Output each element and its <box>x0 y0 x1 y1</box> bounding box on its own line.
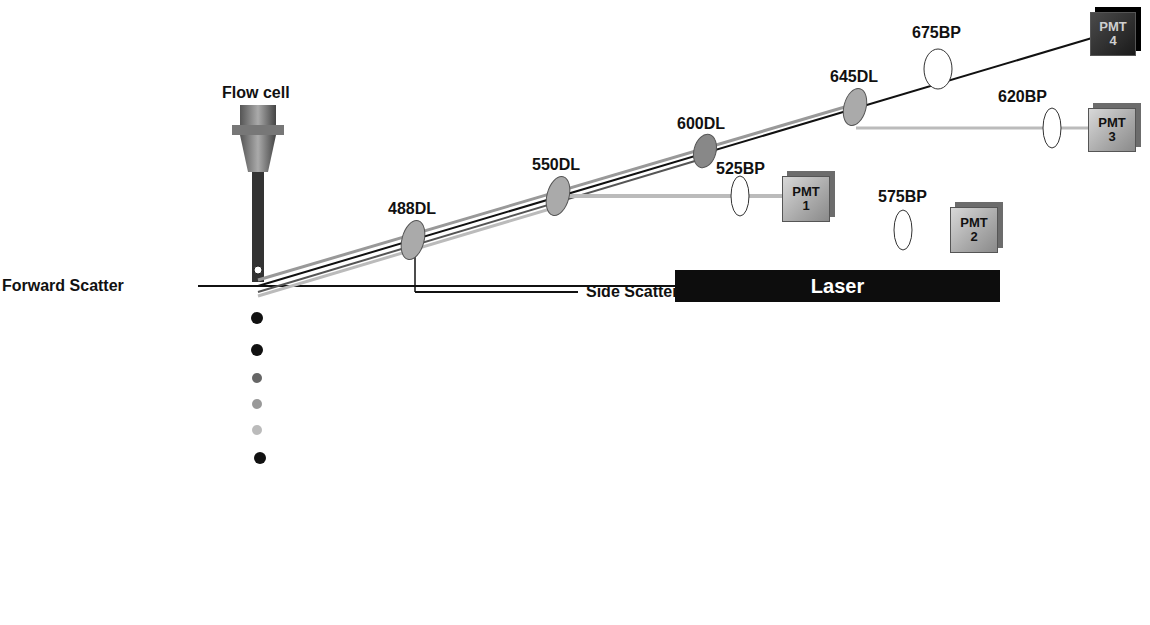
pmt-detector: PMT 4 <box>1090 12 1136 56</box>
part-label: Flow cell <box>222 84 290 102</box>
emission-beam <box>258 38 1092 296</box>
laser-source: Laser <box>675 270 1000 302</box>
cell-stream <box>251 312 266 464</box>
filter-label: 600DL <box>677 115 725 133</box>
laser-label: Laser <box>811 275 864 298</box>
pmt-detector: PMT 1 <box>782 176 830 222</box>
filter-label: 488DL <box>388 200 436 218</box>
filter-label: 675BP <box>912 24 961 42</box>
bandpass-filter <box>731 49 1061 250</box>
signal-label: Side Scatter <box>586 283 678 301</box>
filter-label: 645DL <box>830 68 878 86</box>
green-light-path <box>560 194 785 198</box>
filter-label: 550DL <box>532 156 580 174</box>
pmt-label: PMT 3 <box>1097 116 1127 143</box>
side-scatter-path <box>415 291 578 293</box>
pmt-detector: PMT 3 <box>1088 108 1136 152</box>
pmt-label: PMT 2 <box>959 216 989 243</box>
pmt-label: PMT 4 <box>1098 20 1128 47</box>
signal-label: Forward Scatter <box>2 277 124 295</box>
filter-label: 525BP <box>716 160 765 178</box>
pmt-detector: PMT 2 <box>950 207 998 253</box>
dichroic-mirror <box>397 86 870 262</box>
filter-label: 575BP <box>878 188 927 206</box>
filter-label: 620BP <box>998 88 1047 106</box>
flow-cell <box>232 105 284 282</box>
pmt-label: PMT 1 <box>791 185 821 212</box>
